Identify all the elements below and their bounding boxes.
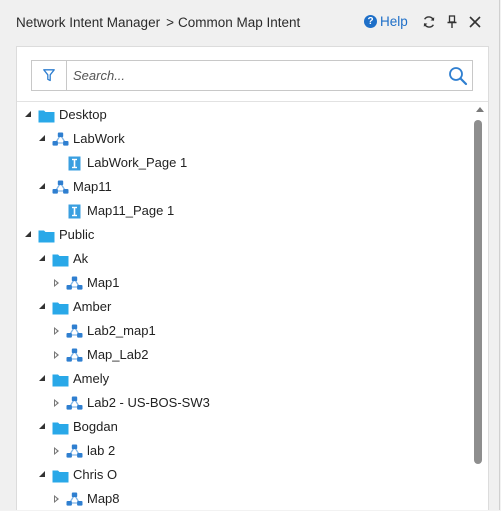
map-icon (66, 348, 83, 363)
tree-item-label: Map11_Page 1 (87, 203, 175, 218)
refresh-icon[interactable] (421, 14, 437, 30)
filter-button[interactable] (32, 61, 67, 90)
page-icon (66, 204, 83, 219)
app-title: Network Intent Manager (16, 15, 161, 30)
map-icon (52, 180, 69, 195)
tree-spacer (51, 205, 63, 217)
folder-icon (52, 468, 69, 483)
tree-row[interactable]: Desktop (23, 103, 107, 127)
search-input[interactable] (67, 61, 432, 90)
pin-icon[interactable] (444, 14, 460, 30)
breadcrumb: Network Intent Manager >Common Map Intent (16, 15, 300, 30)
help-icon: ? (364, 15, 377, 28)
tree-item-label: Amely (73, 371, 110, 386)
scroll-up-arrow-icon[interactable] (476, 107, 484, 112)
map-icon (66, 396, 83, 411)
tree-item-label: Bogdan (73, 419, 118, 434)
tree-item-label: LabWork_Page 1 (87, 155, 188, 170)
collapse-arrow-icon[interactable] (37, 421, 49, 433)
tree-row[interactable]: Lab2 - US-BOS-SW3 (51, 391, 210, 415)
tree-item-label: Map_Lab2 (87, 347, 149, 362)
tree-item-label: Public (59, 227, 95, 242)
tree-row[interactable]: Map1 (51, 271, 120, 295)
expand-arrow-icon[interactable] (51, 349, 63, 361)
collapse-arrow-icon[interactable] (37, 133, 49, 145)
folder-icon (38, 228, 55, 243)
page-title: Common Map Intent (177, 15, 301, 30)
collapse-arrow-icon[interactable] (23, 109, 35, 121)
collapse-arrow-icon[interactable] (37, 301, 49, 313)
tree-row[interactable]: Amely (37, 367, 109, 391)
tree-item-label: Lab2 - US-BOS-SW3 (87, 395, 210, 410)
tree-row[interactable]: Lab2_map1 (51, 319, 156, 343)
collapse-arrow-icon[interactable] (23, 229, 35, 241)
folder-icon (52, 372, 69, 387)
expand-arrow-icon[interactable] (51, 277, 63, 289)
search-bar (31, 60, 473, 91)
tree-row[interactable]: lab 2 (51, 439, 115, 463)
map-icon (66, 444, 83, 459)
map-icon (66, 276, 83, 291)
tree-row[interactable]: Map11_Page 1 (51, 199, 174, 223)
tree-item-label: Desktop (59, 107, 107, 122)
tree-item-label: Chris O (73, 467, 118, 482)
close-icon[interactable] (467, 14, 483, 30)
tree-item-label: Ak (73, 251, 89, 266)
collapse-arrow-icon[interactable] (37, 181, 49, 193)
expand-arrow-icon[interactable] (51, 493, 63, 505)
map-icon (66, 324, 83, 339)
divider (17, 101, 488, 102)
breadcrumb-separator: > (166, 15, 174, 30)
collapse-arrow-icon[interactable] (37, 469, 49, 481)
tree-item-label: Amber (73, 299, 112, 314)
tree-item-label: Map11 (73, 179, 112, 194)
tree-row[interactable]: Chris O (37, 463, 117, 487)
expand-arrow-icon[interactable] (51, 325, 63, 337)
tree-row[interactable]: Map8 (51, 487, 120, 511)
search-icon[interactable] (448, 66, 468, 86)
help-label: Help (380, 14, 408, 29)
tree-row[interactable]: LabWork (37, 127, 125, 151)
tree-item-label: Map1 (87, 275, 120, 290)
tree-item-label: Map8 (87, 491, 120, 506)
tree-row[interactable]: Amber (37, 295, 111, 319)
help-button[interactable]: ? Help (364, 14, 408, 29)
tree-row[interactable]: Public (23, 223, 94, 247)
folder-icon (38, 108, 55, 123)
folder-icon (52, 252, 69, 267)
tree-item-label: lab 2 (87, 443, 116, 458)
filter-icon (43, 69, 55, 82)
map-icon (66, 492, 83, 507)
tree-row[interactable]: Bogdan (37, 415, 118, 439)
tree-row[interactable]: Map11 (37, 175, 112, 199)
collapse-arrow-icon[interactable] (37, 253, 49, 265)
folder-icon (52, 300, 69, 315)
tree-spacer (51, 157, 63, 169)
tree-row[interactable]: LabWork_Page 1 (51, 151, 187, 175)
vertical-scrollbar[interactable] (472, 103, 488, 511)
map-icon (52, 132, 69, 147)
expand-arrow-icon[interactable] (51, 445, 63, 457)
folder-icon (52, 420, 69, 435)
scroll-thumb[interactable] (474, 120, 482, 464)
collapse-arrow-icon[interactable] (37, 373, 49, 385)
tree-item-label: LabWork (73, 131, 125, 146)
tree-row[interactable]: Map_Lab2 (51, 343, 148, 367)
title-bar: Network Intent Manager >Common Map Intent… (0, 0, 500, 46)
tree-item-label: Lab2_map1 (87, 323, 156, 338)
tree-row[interactable]: Ak (37, 247, 88, 271)
expand-arrow-icon[interactable] (51, 397, 63, 409)
page-icon (66, 156, 83, 171)
